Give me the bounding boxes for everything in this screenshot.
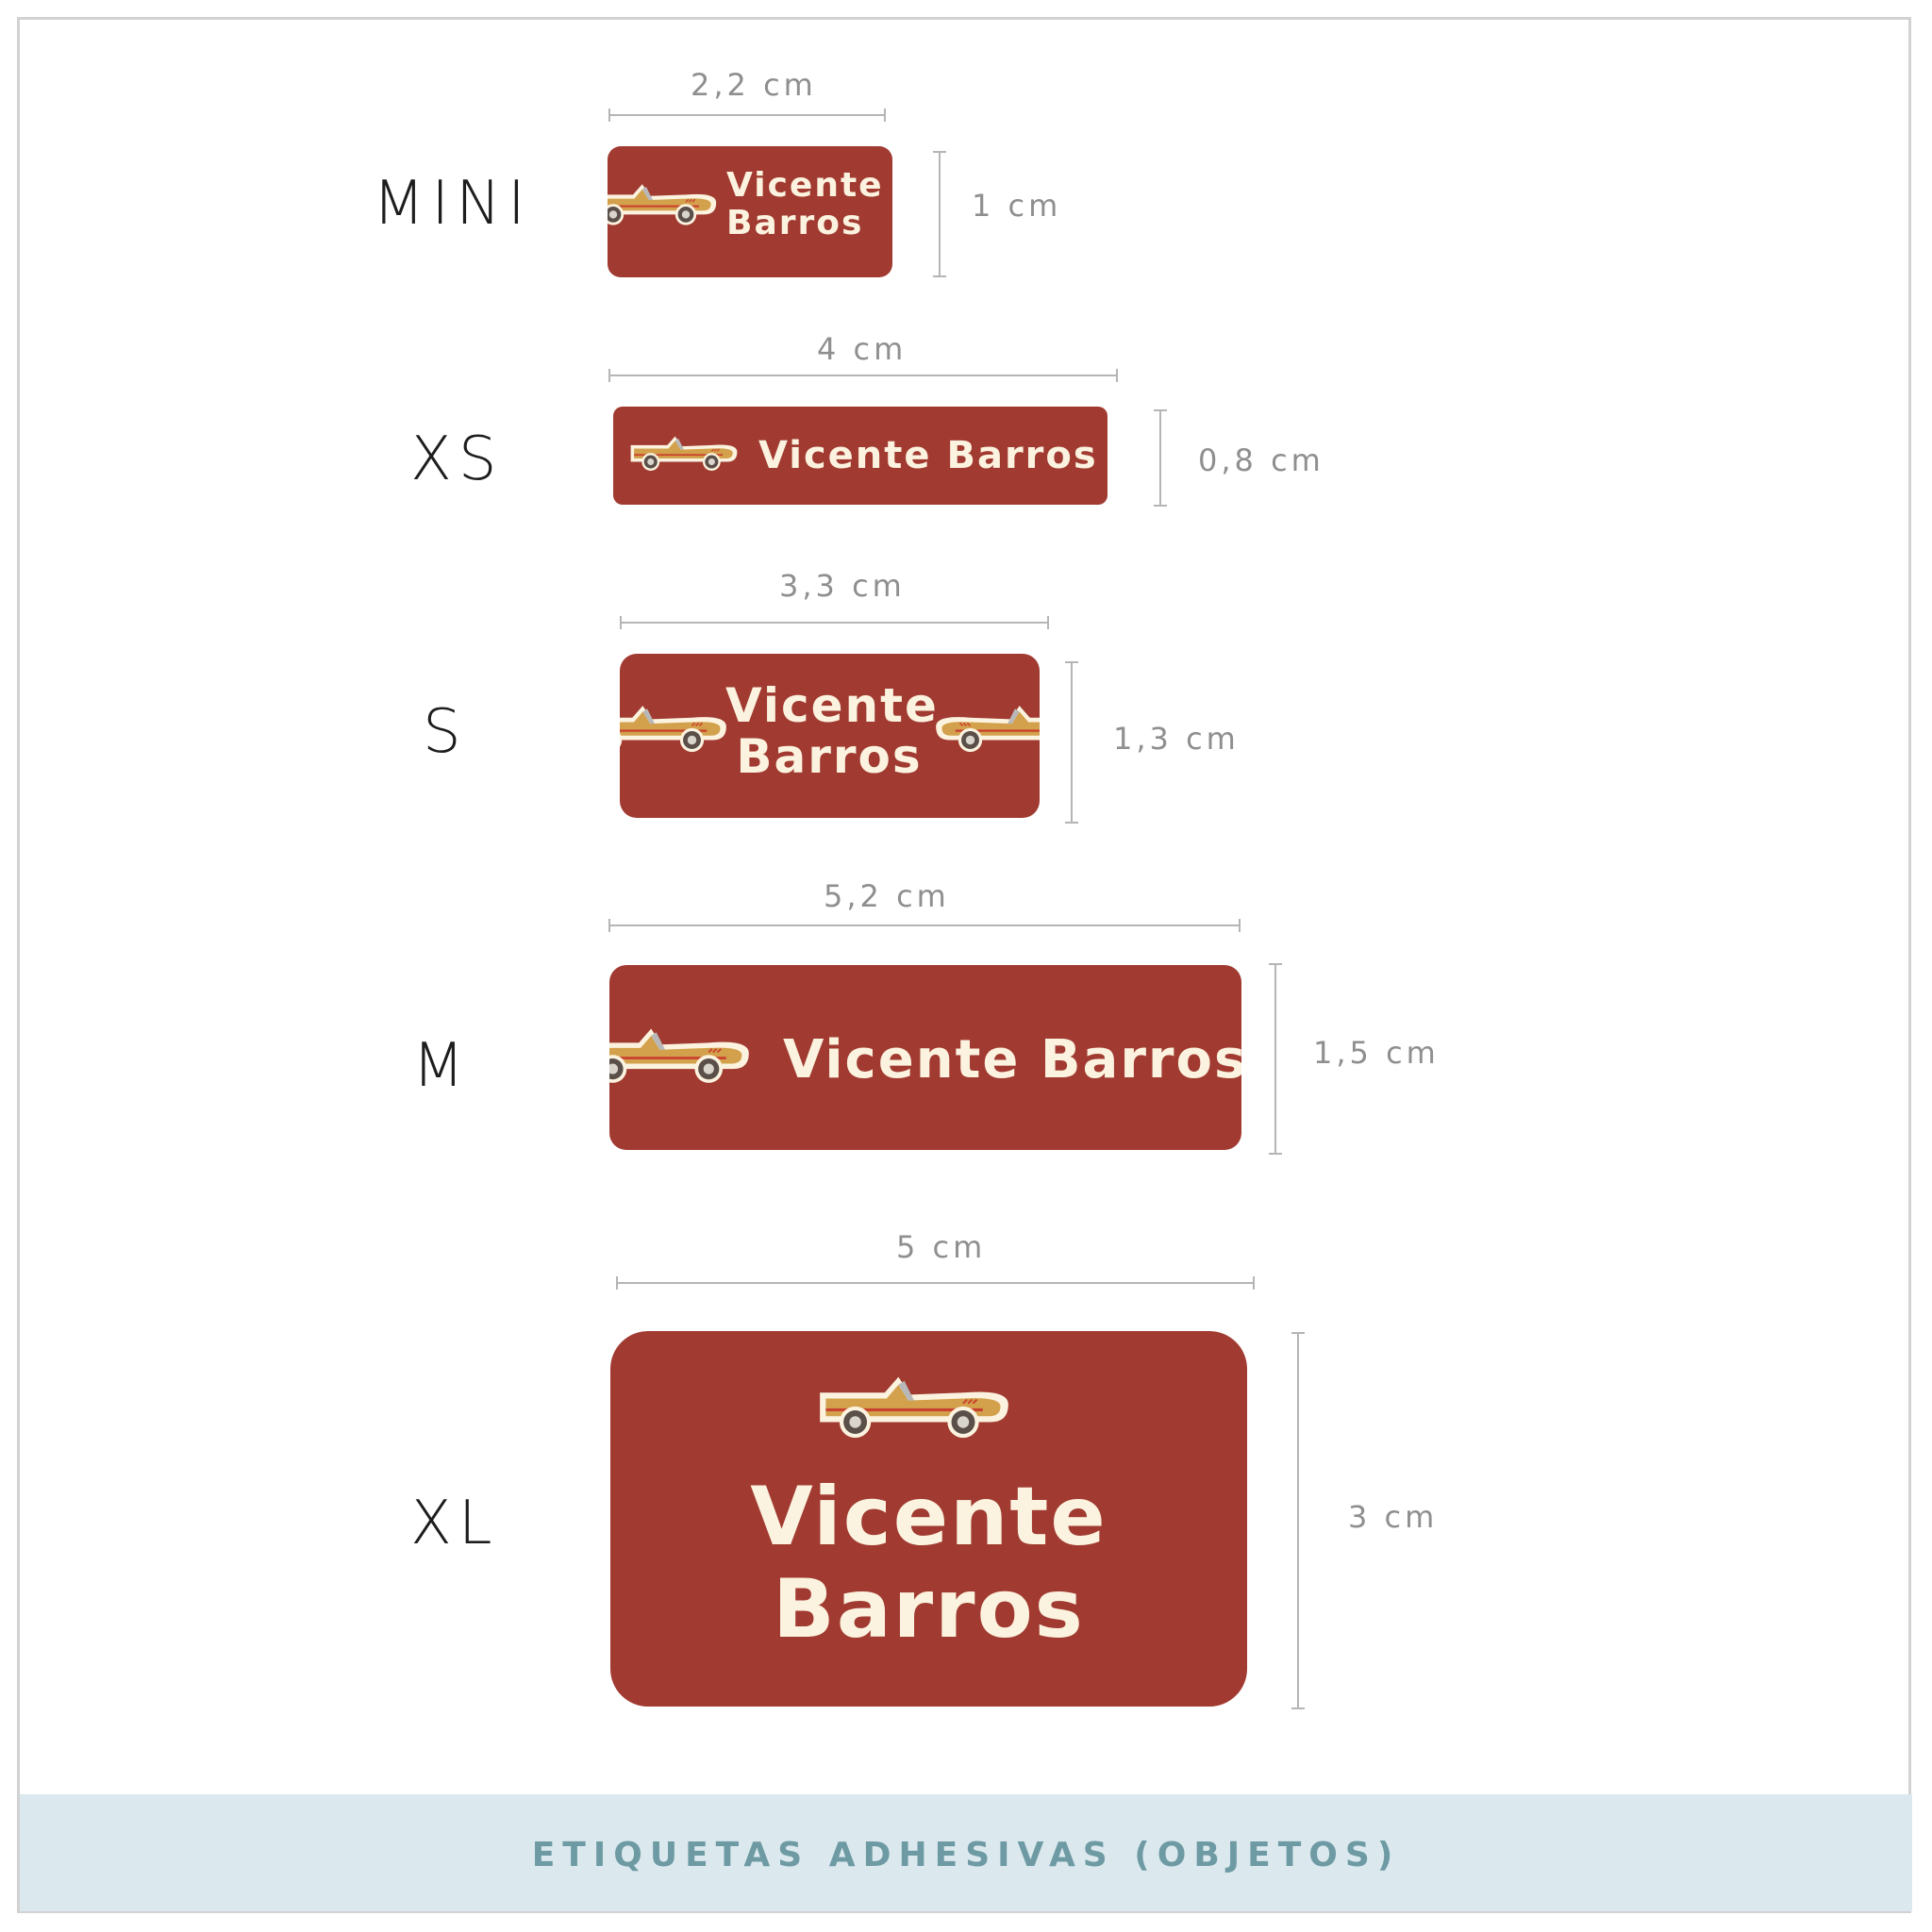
width-label-xl: 5 cm (896, 1229, 987, 1265)
label-name-line2-mini: Barros (726, 204, 864, 242)
width-dimension-line-s (620, 616, 1049, 629)
label-xl: Vicente Barros (610, 1331, 1247, 1707)
width-label-xs: 4 cm (817, 331, 908, 367)
label-name-line1-s: Vicente (725, 678, 939, 733)
footer-banner: ETIQUETAS ADHESIVAS (OBJETOS) (20, 1794, 1912, 1911)
label-name-m: Vicente Barros (783, 1029, 1241, 1091)
size-name-xs: XS (410, 425, 504, 494)
height-label-s: 1,3 cm (1113, 721, 1240, 757)
width-dimension-line-m (608, 919, 1241, 932)
vintage-race-car-icon (608, 180, 719, 233)
height-dimension-line-m (1269, 963, 1282, 1155)
size-name-mini: MINI (373, 169, 532, 239)
vintage-race-car-icon (816, 1371, 1012, 1450)
size-name-m: M (412, 1031, 472, 1101)
vintage-race-car-icon (620, 701, 729, 761)
label-xs: Vicente Barros (613, 407, 1108, 505)
height-dimension-line-s (1065, 661, 1078, 824)
width-dimension-line-mini (608, 108, 886, 122)
size-name-s: S (423, 697, 468, 767)
footer-title: ETIQUETAS ADHESIVAS (OBJETOS) (531, 1836, 1401, 1874)
label-m: Vicente Barros (609, 965, 1241, 1150)
label-name-line2-xl: Barros (773, 1562, 1085, 1657)
size-name-xl: XL (410, 1489, 499, 1558)
label-name-line1-xl: Vicente (750, 1470, 1108, 1564)
label-name-line1-mini: Vicente (726, 166, 884, 205)
height-label-mini: 1 cm (972, 188, 1062, 224)
label-name-xs: Vicente Barros (758, 434, 1098, 477)
vintage-race-car-icon (933, 701, 1040, 761)
vintage-race-car-icon (609, 1024, 753, 1093)
label-mini: Vicente Barros (608, 146, 892, 277)
width-dimension-line-xl (616, 1276, 1255, 1290)
width-label-s: 3,3 cm (779, 568, 906, 604)
height-dimension-line-xs (1154, 409, 1167, 507)
width-label-m: 5,2 cm (824, 878, 950, 914)
width-dimension-line-xs (608, 369, 1118, 382)
label-s: Vicente Barros (620, 654, 1040, 818)
height-dimension-line-mini (933, 151, 946, 277)
height-dimension-line-xl (1291, 1332, 1305, 1709)
height-label-m: 1,5 cm (1313, 1035, 1440, 1071)
width-label-mini: 2,2 cm (691, 67, 817, 103)
vintage-race-car-icon (628, 433, 740, 477)
label-name-line2-s: Barros (736, 729, 923, 784)
height-label-xl: 3 cm (1348, 1499, 1439, 1535)
height-label-xs: 0,8 cm (1198, 442, 1324, 478)
